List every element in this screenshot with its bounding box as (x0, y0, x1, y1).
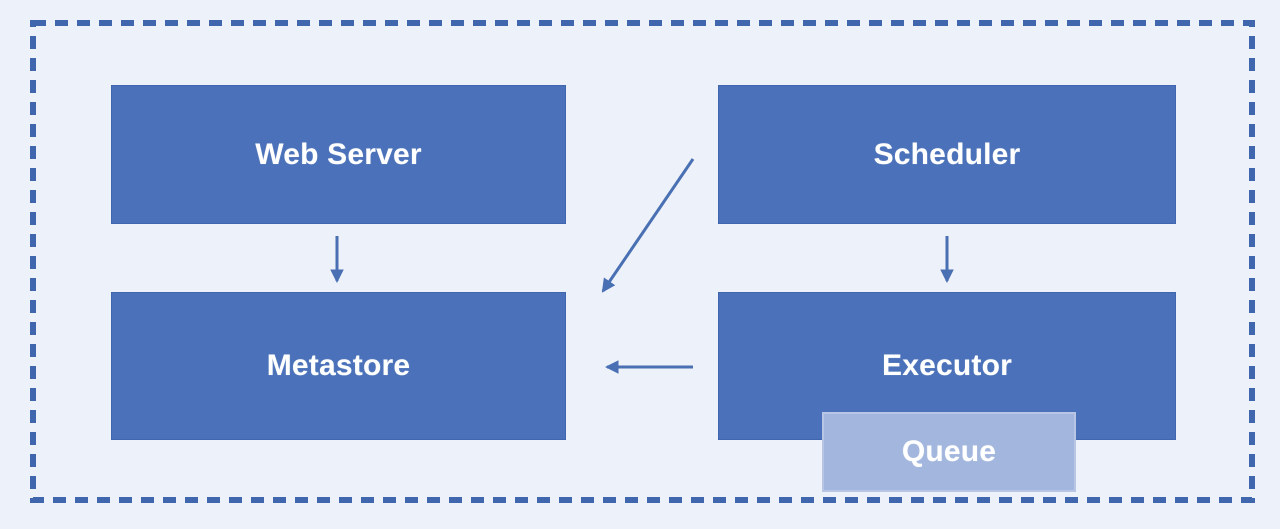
node-metastore: Metastore (111, 292, 566, 440)
dashed-boundary-frame (30, 20, 1255, 503)
node-queue: Queue (822, 412, 1076, 492)
arrow-scheduler-to-metastore (601, 158, 695, 293)
node-metastore-label: Metastore (266, 349, 411, 382)
node-queue-label: Queue (901, 435, 997, 468)
node-scheduler: Scheduler (718, 85, 1176, 224)
node-web-server-label: Web Server (255, 137, 422, 171)
node-scheduler-label: Scheduler (873, 137, 1021, 171)
node-web-server: Web Server (111, 85, 566, 224)
node-executor-label: Executor (882, 349, 1012, 382)
